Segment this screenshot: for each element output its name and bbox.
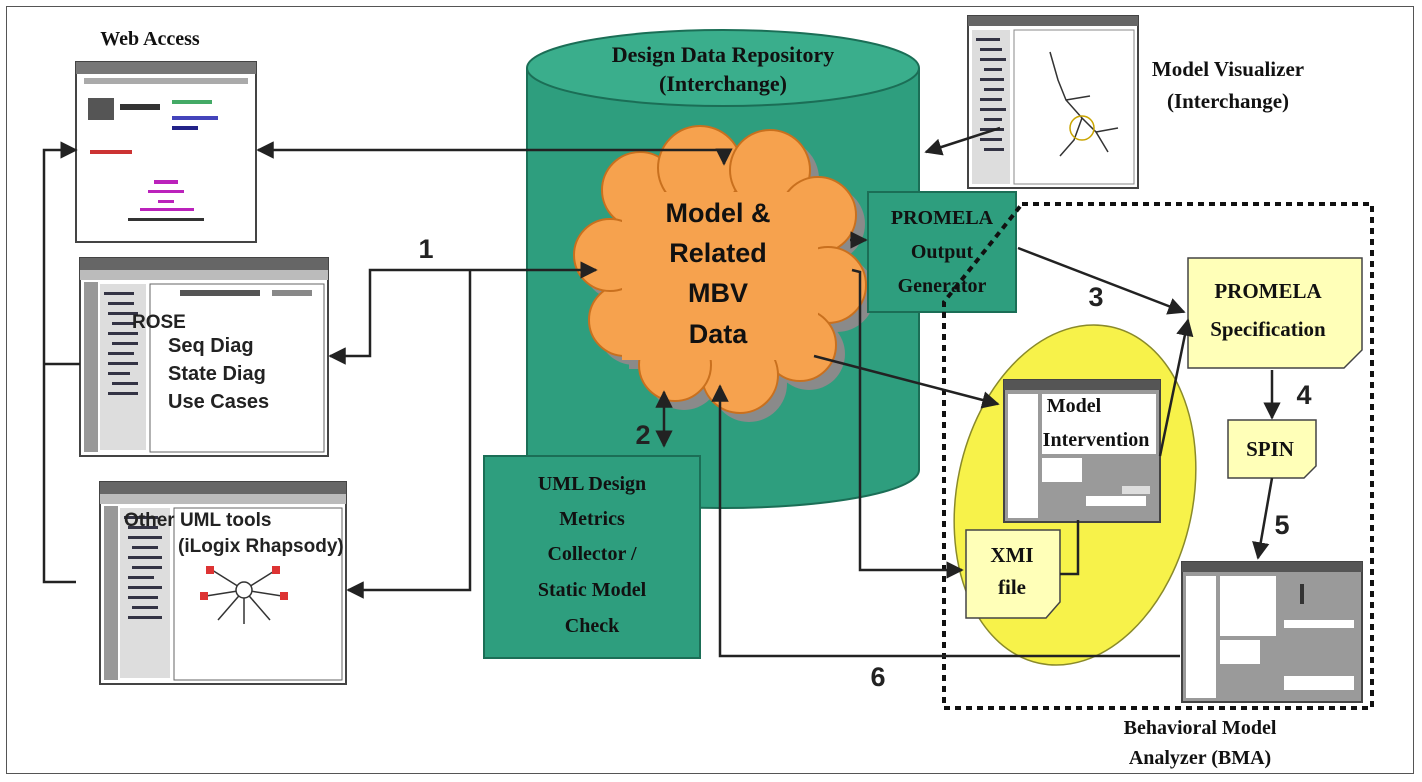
cloud-label-2: Related [669, 238, 767, 268]
rose-item-state-diag: State Diag [168, 363, 266, 385]
bma-result-screenshot [1182, 562, 1362, 702]
rose-screenshot [80, 258, 328, 456]
cloud-label-4: Data [689, 319, 749, 349]
model-intervention-label-1: Model [1047, 395, 1102, 417]
xmi-label-2: file [998, 575, 1026, 599]
cloud-label-3: MBV [688, 278, 748, 308]
step-5-label: 5 [1274, 510, 1289, 540]
other-uml-label-2: (iLogix Rhapsody) [178, 536, 344, 557]
step-3-label: 3 [1088, 282, 1103, 312]
step-6-label: 6 [870, 662, 885, 692]
other-uml-label-1: Other UML tools [124, 510, 271, 531]
rose-item-seq-diag: Seq Diag [168, 335, 254, 357]
promela-spec-label-1: PROMELA [1214, 279, 1322, 303]
step-4-label: 4 [1296, 380, 1311, 410]
rose-item-use-cases: Use Cases [168, 391, 269, 413]
model-visualizer-screenshot [968, 16, 1138, 188]
rose-label: ROSE [132, 312, 186, 333]
uml-label-5: Check [565, 615, 620, 637]
web-access-label: Web Access [100, 28, 200, 50]
promela-gen-label-1: PROMELA [891, 207, 994, 229]
promela-specification-note [1188, 258, 1362, 368]
step-2-label: 2 [635, 420, 650, 450]
visualizer-label-1: Model Visualizer [1152, 57, 1304, 81]
bma-label-1: Behavioral Model [1124, 717, 1277, 739]
xmi-label-1: XMI [990, 543, 1033, 567]
cloud-label-1: Model & [666, 198, 771, 228]
repository-subtitle: (Interchange) [659, 71, 787, 96]
spin-label: SPIN [1246, 437, 1294, 461]
promela-spec-label-2: Specification [1210, 317, 1326, 341]
uml-label-3: Collector / [547, 543, 636, 565]
promela-gen-label-2: Output [911, 241, 974, 263]
step-1-label: 1 [418, 234, 433, 264]
bma-label-2: Analyzer (BMA) [1129, 747, 1271, 769]
model-intervention-label-2: Intervention [1043, 429, 1150, 451]
uml-label-2: Metrics [559, 508, 625, 530]
uml-label-4: Static Model [538, 579, 647, 601]
promela-gen-label-3: Generator [898, 275, 987, 297]
repository-title: Design Data Repository [612, 42, 834, 67]
uml-label-1: UML Design [538, 473, 646, 495]
visualizer-label-2: (Interchange) [1167, 89, 1289, 113]
web-access-screenshot [76, 62, 256, 242]
